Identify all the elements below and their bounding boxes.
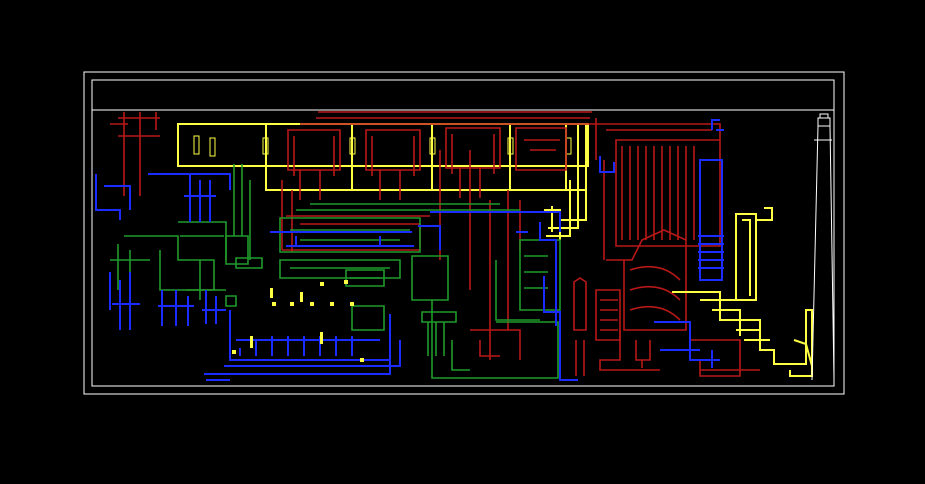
steam-lines-red: [110, 111, 760, 377]
valve-markers: [232, 280, 364, 362]
chimney-stack: [811, 113, 835, 381]
cooling-lines-blue: [95, 119, 724, 381]
drawing-frame: [83, 71, 845, 395]
heater-header-yellow: [177, 123, 589, 240]
